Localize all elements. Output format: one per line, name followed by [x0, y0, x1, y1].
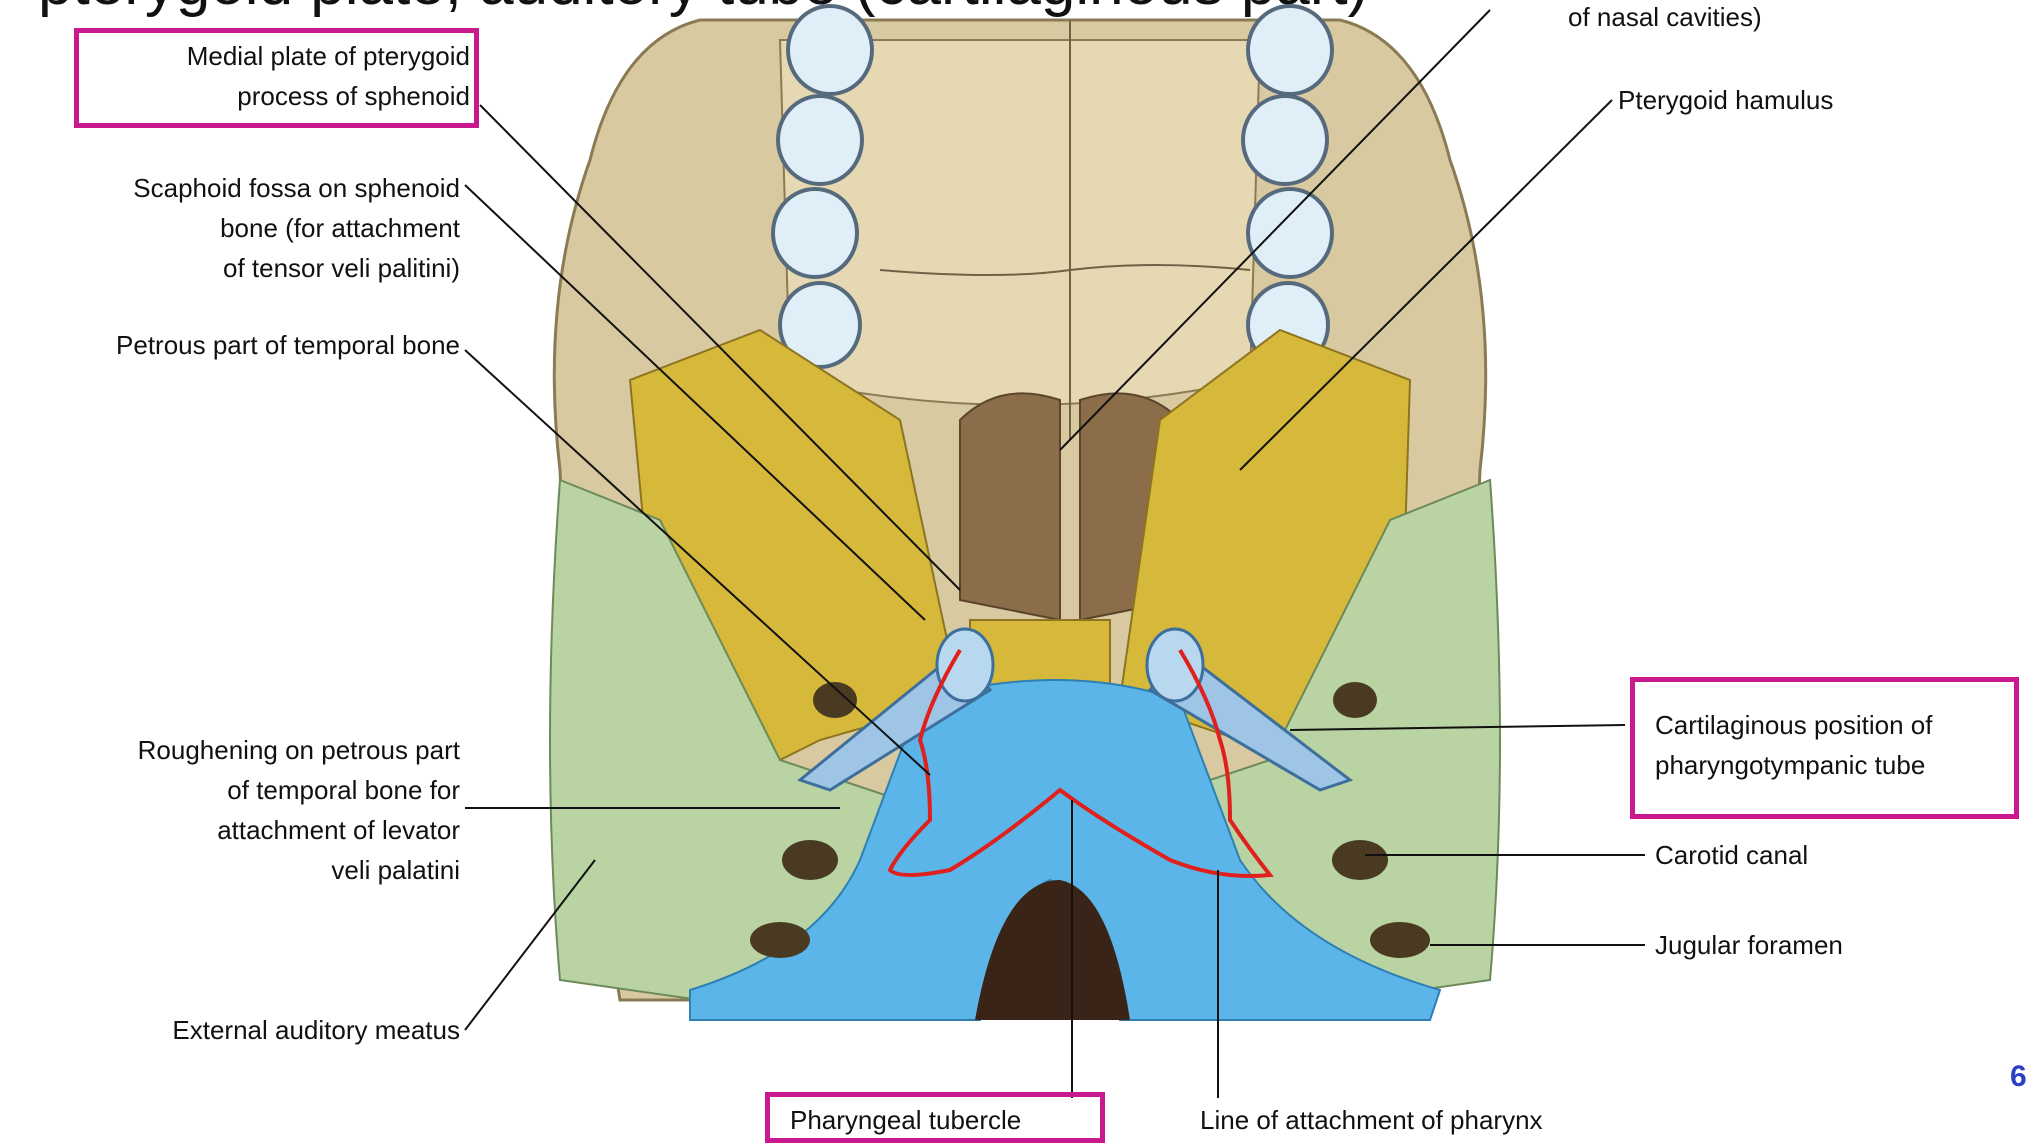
tube-right-opening [1147, 629, 1203, 701]
label-medial-plate: Medial plate of pterygoid process of sph… [80, 36, 470, 116]
label-pterygoid-hamulus: Pterygoid hamulus [1618, 80, 1833, 120]
label-carotid-canal: Carotid canal [1655, 835, 1808, 875]
label-scaphoid-fossa: Scaphoid fossa on sphenoid bone (for att… [20, 168, 460, 288]
page-number: 6 [2010, 1060, 2027, 1094]
label-external-auditory-meatus: External auditory meatus [40, 1010, 460, 1050]
label-jugular-foramen: Jugular foramen [1655, 925, 1843, 965]
label-pharyngeal-tubercle: Pharyngeal tubercle [790, 1100, 1021, 1140]
label-roughening: Roughening on petrous part of temporal b… [30, 730, 460, 890]
label-nasal-cavities: of nasal cavities) [1568, 2, 1762, 33]
label-line-of-attachment: Line of attachment of pharynx [1200, 1100, 1543, 1140]
tube-left-opening [937, 629, 993, 701]
label-petrous-part: Petrous part of temporal bone [10, 325, 460, 365]
label-cartilaginous-position: Cartilaginous position of pharyngotympan… [1655, 705, 2015, 785]
